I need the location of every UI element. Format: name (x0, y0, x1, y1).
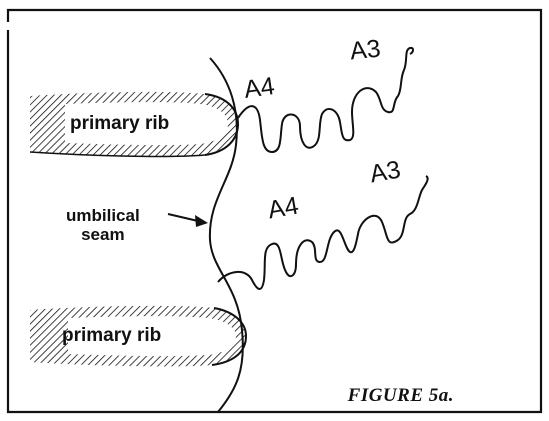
lower-suture-line (218, 176, 428, 289)
umbilical-seam-label-line1: umbilical (66, 206, 140, 225)
primary-rib-label-bottom: primary rib (62, 326, 161, 345)
umbilical-seam-label-line2: seam (66, 225, 140, 244)
a3-lower-label: A3 (368, 158, 402, 188)
seam-arrow (168, 214, 208, 227)
umbilical-seam-label: umbilical seam (66, 206, 140, 244)
a3-upper-label: A3 (349, 36, 382, 64)
a4-upper-label: A4 (242, 74, 276, 103)
figure-caption: FIGURE 5a. (348, 385, 454, 407)
a4-lower-label: A4 (266, 194, 300, 224)
primary-rib-label-top: primary rib (70, 114, 169, 133)
